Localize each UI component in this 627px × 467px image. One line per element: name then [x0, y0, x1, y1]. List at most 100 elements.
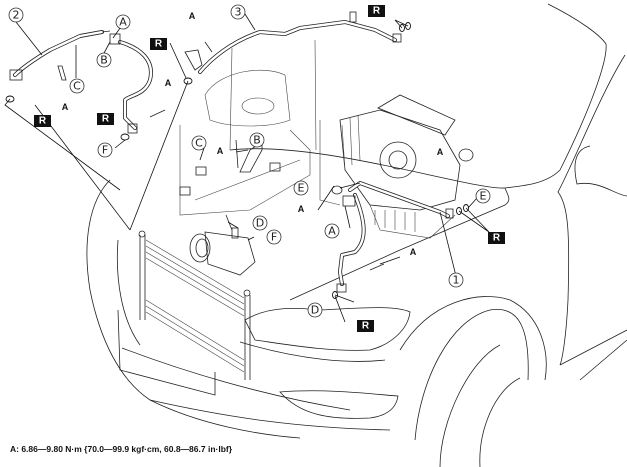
- svg-text:A: A: [119, 16, 127, 29]
- svg-text:B: B: [253, 134, 261, 147]
- callout-B-upper: B: [96, 52, 112, 68]
- callout-C-upper: C: [69, 78, 85, 94]
- svg-text:D: D: [256, 217, 264, 230]
- strut-top: [241, 97, 275, 115]
- svg-text:C: C: [195, 137, 203, 150]
- clip-3: [269, 162, 281, 172]
- replace-part-mark: R: [97, 113, 114, 125]
- clip-2: [195, 166, 207, 176]
- svg-text:2: 2: [13, 9, 20, 22]
- bolt-3: [204, 41, 213, 53]
- callout-B-panel: B: [249, 132, 265, 148]
- callout-F-compressor: F: [266, 229, 282, 245]
- nut-5: [331, 185, 343, 195]
- svg-text:F: F: [102, 144, 108, 157]
- torque-mark-a: A: [217, 146, 224, 156]
- panel-line: [194, 159, 301, 201]
- callout-F-upper: F: [97, 142, 113, 158]
- torque-mark-a: A: [298, 204, 305, 214]
- bolt-4: [235, 139, 239, 169]
- leader-lines: [4, 13, 490, 323]
- hood-edge: [229, 3, 607, 189]
- svg-text:R: R: [493, 233, 501, 244]
- door-line-2: [579, 339, 627, 381]
- replace-part-mark: R: [150, 38, 167, 50]
- callout-D-lower: D: [307, 302, 323, 318]
- callout-E-left: E: [293, 180, 309, 196]
- tire-inner: [479, 377, 521, 467]
- condenser: [138, 230, 251, 380]
- hvac-bracket-frame: [319, 120, 341, 206]
- clip-1: [179, 186, 191, 196]
- torque-mark-a: A: [437, 147, 444, 157]
- svg-text:F: F: [271, 231, 277, 244]
- pipe-3: [184, 11, 402, 74]
- replace-marks: R R R R R R: [34, 5, 505, 332]
- svg-text:R: R: [155, 39, 163, 50]
- callout-A-lower: A: [324, 223, 340, 239]
- torque-mark-a: A: [165, 78, 172, 88]
- pipe-1: [336, 181, 454, 293]
- bolt-1: [57, 65, 67, 81]
- svg-text:A: A: [328, 225, 336, 238]
- a-pillar: [557, 54, 626, 366]
- mirror: [574, 145, 627, 197]
- svg-text:R: R: [362, 321, 370, 332]
- wheel-arch-inner: [414, 308, 529, 441]
- bumper-outline: [86, 179, 301, 439]
- callout-part-2: 2: [8, 7, 24, 23]
- svg-text:D: D: [311, 304, 319, 317]
- strut-tower: [204, 69, 291, 127]
- cowl-panel: [179, 125, 311, 216]
- letter-callouts: A B C F C B E E A D F D: [69, 14, 491, 318]
- svg-text:E: E: [480, 190, 487, 203]
- wheel-arch-outer: [399, 296, 547, 381]
- bumper-line: [121, 347, 351, 411]
- callout-A-upper: A: [115, 14, 131, 30]
- callout-E-right: E: [475, 188, 491, 204]
- svg-text:3: 3: [235, 6, 242, 19]
- bumper-lower-line: [149, 399, 391, 431]
- fog-lamp-recess: [279, 390, 399, 419]
- torque-specification: A: 6.86—9.80 N·m {70.0—99.9 kgf·cm, 60.8…: [10, 444, 233, 454]
- pipe-clips: [179, 141, 281, 196]
- headlamp: [244, 307, 411, 351]
- replace-part-mark: R: [488, 232, 505, 244]
- pipe-2: [9, 30, 153, 134]
- torque-marks: A A A A A A A: [62, 11, 444, 257]
- callout-part-1: 1: [448, 272, 464, 288]
- tire: [439, 344, 501, 467]
- torque-mark-a: A: [62, 102, 69, 112]
- bracket-b: [239, 141, 263, 173]
- frame-guide: [229, 39, 317, 151]
- engine-bay-panel: [179, 39, 317, 216]
- hood-lower-edge: [289, 187, 510, 301]
- compressor: [189, 214, 256, 276]
- svg-text:C: C: [73, 80, 81, 93]
- door-line: [559, 329, 627, 366]
- fascia-edge: [116, 239, 141, 346]
- svg-text:R: R: [373, 6, 381, 17]
- replace-part-mark: R: [357, 320, 374, 332]
- torque-mark-a: A: [410, 247, 417, 257]
- replace-part-mark: R: [34, 115, 51, 127]
- bolt-6: [369, 263, 385, 271]
- svg-text:R: R: [102, 114, 110, 125]
- headlamp-lower: [239, 341, 386, 362]
- svg-text:E: E: [298, 182, 305, 195]
- svg-text:1: 1: [453, 274, 460, 287]
- hvac-unit: [319, 94, 474, 239]
- replace-part-mark: R: [368, 5, 385, 17]
- torque-mark-a: A: [189, 11, 196, 21]
- callout-C-panel: C: [191, 135, 207, 151]
- grille-opening: [117, 309, 216, 396]
- bolts: [57, 41, 385, 271]
- svg-text:R: R: [39, 116, 47, 127]
- callout-part-3: 3: [230, 4, 246, 20]
- part-number-callouts: 2 3 1: [8, 4, 464, 288]
- svg-text:B: B: [100, 54, 108, 67]
- car-body-outline: [86, 3, 627, 467]
- callout-D-compressor: D: [252, 215, 268, 231]
